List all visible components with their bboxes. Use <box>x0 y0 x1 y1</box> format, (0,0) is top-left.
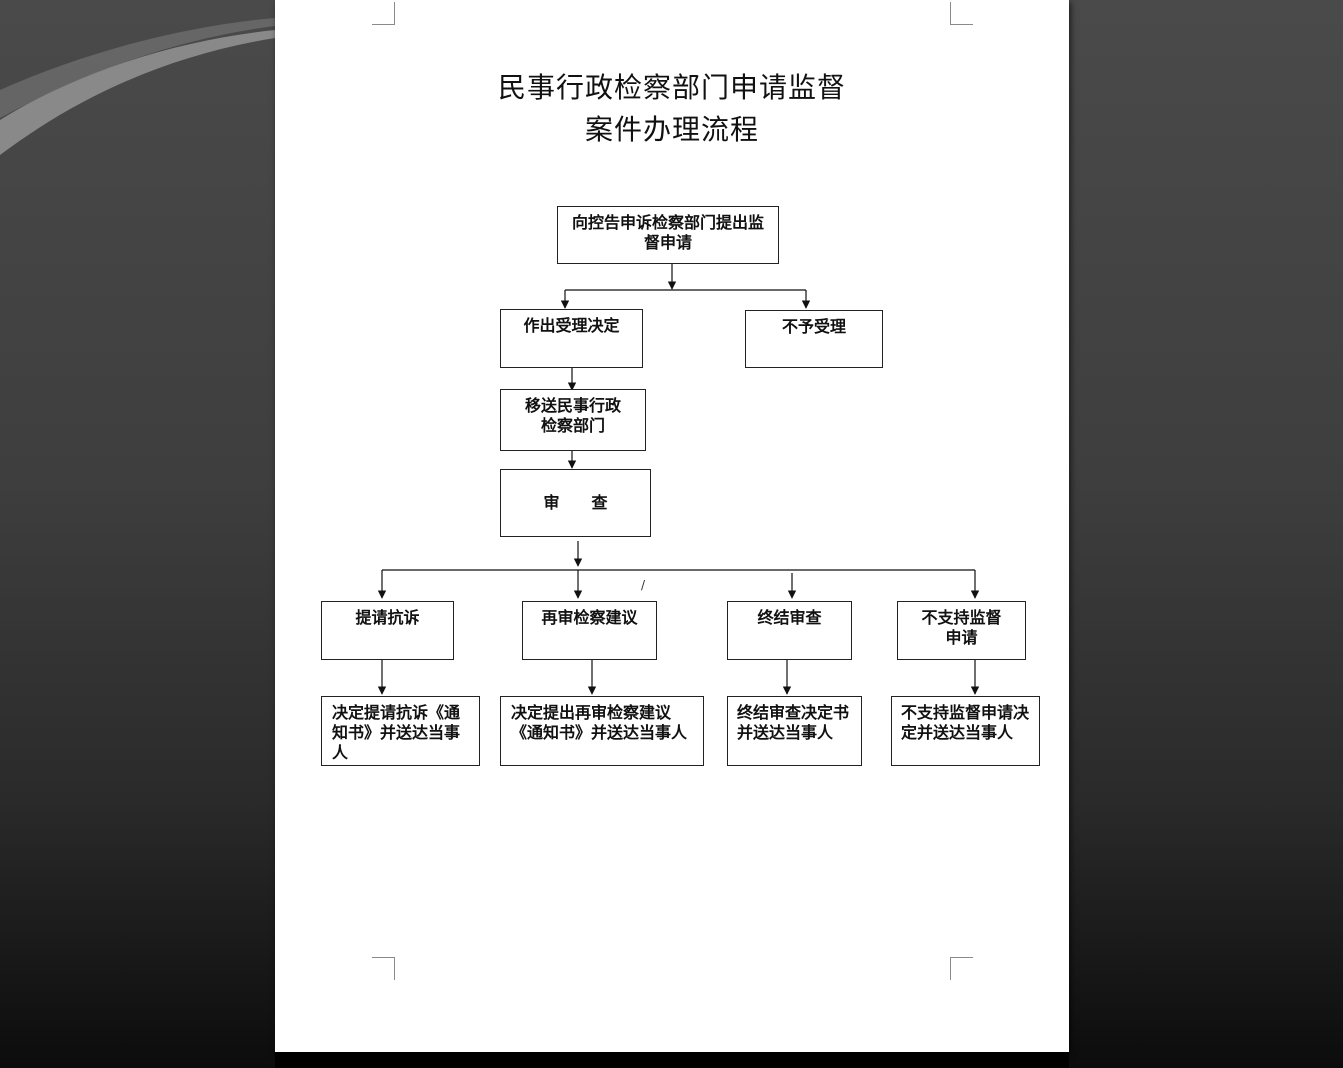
page-bottom-shadow <box>275 1052 1069 1068</box>
crop-mark-top-left <box>372 2 395 25</box>
node-apply: 向控告申诉检察部门提出监督申请 <box>557 206 779 264</box>
stray-mark: / <box>641 578 646 592</box>
node-accept: 作出受理决定 <box>500 309 643 368</box>
node-reject: 不予受理 <box>745 310 883 368</box>
node-protest: 提请抗诉 <box>321 601 454 660</box>
flowchart-connectors <box>377 264 980 695</box>
node-review: 审 查 <box>500 469 651 537</box>
background-swoosh <box>0 18 275 155</box>
node-not-support-result: 不支持监督申请决定并送达当事人 <box>891 696 1040 766</box>
document-title-line2: 案件办理流程 <box>584 113 759 146</box>
node-terminate: 终结审查 <box>727 601 852 660</box>
crop-mark-bottom-left <box>372 957 395 980</box>
node-retrial: 再审检察建议 <box>522 601 657 660</box>
node-transfer: 移送民事行政检察部门 <box>500 389 646 451</box>
crop-mark-bottom-right <box>950 957 973 980</box>
node-terminate-result: 终结审查决定书并送达当事人 <box>727 696 862 766</box>
node-retrial-result: 决定提出再审检察建议《通知书》并送达当事人 <box>500 696 704 766</box>
document-title-line1: 民事行政检察部门申请监督 <box>497 71 846 104</box>
crop-mark-top-right <box>950 2 973 25</box>
document-page: 民事行政检察部门申请监督 案件办理流程 向控告申诉检察部门提出监督 <box>275 0 1069 1052</box>
node-not-support: 不支持监督申请 <box>897 601 1026 660</box>
node-protest-result: 决定提请抗诉《通知书》并送达当事人 <box>321 696 480 766</box>
